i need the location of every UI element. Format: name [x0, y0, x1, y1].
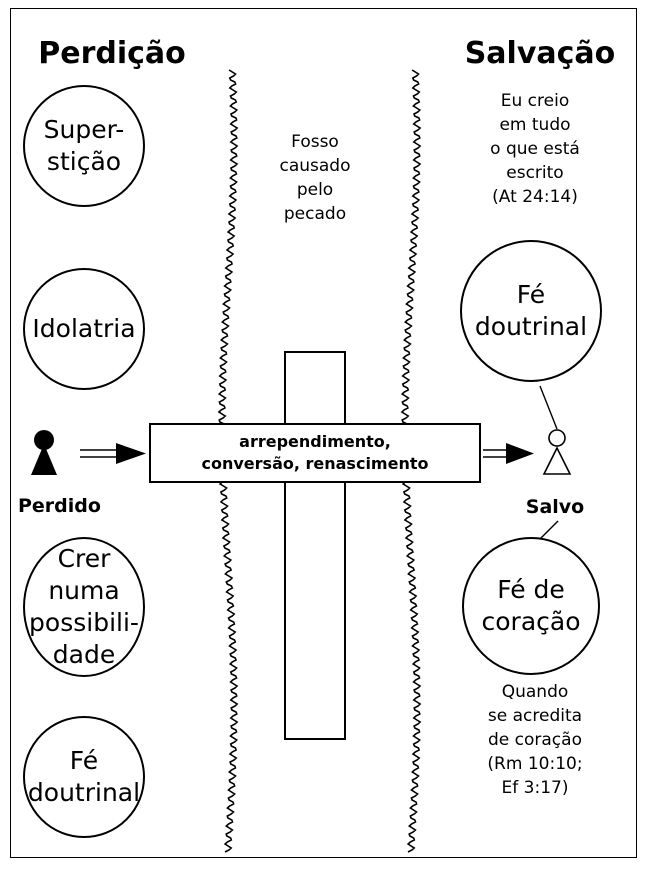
circle-text: Idolatria — [32, 314, 136, 343]
circle-fe-doutrinal-left: Fé doutrinal — [23, 716, 145, 838]
lost-person-icon — [31, 430, 57, 475]
bottom-note: Quando se acredita de coração (Rm 10:10;… — [487, 682, 583, 798]
connector-line — [538, 520, 559, 541]
heading-perdicao: Perdição — [38, 36, 186, 71]
heading-salvacao: Salvação — [464, 36, 616, 71]
arrow-to-saved — [483, 443, 534, 464]
label-perdido: Perdido — [18, 495, 101, 517]
circle-text: Crer numa possibili- dade — [29, 544, 139, 669]
top-note: Eu creio em tudo o que está escrito (At … — [490, 91, 580, 207]
gap-note: Fosso causado pelo pecado — [279, 132, 351, 224]
circle-fe-doutrinal-right: Fé doutrinal — [460, 240, 602, 382]
circle-fe-de-coracao: Fé de coração — [462, 537, 600, 675]
circle-text: Super- stição — [43, 115, 125, 176]
circle-text: Fé doutrinal — [27, 746, 141, 807]
circle-text: Fé de coração — [481, 575, 581, 636]
diagram-frame — [10, 8, 637, 858]
circle-text: Fé doutrinal — [474, 280, 588, 341]
circle-crer-possibilidade: Crer numa possibili- dade — [23, 537, 145, 677]
arrow-to-cross — [80, 443, 146, 464]
circle-idolatria: Idolatria — [23, 268, 145, 390]
label-salvo: Salvo — [525, 496, 585, 518]
circle-supersticao: Super- stição — [23, 85, 145, 207]
cross — [149, 351, 481, 740]
connector-line — [539, 385, 558, 430]
cross-text: arrependimento, conversão, renascimento — [201, 432, 429, 473]
saved-person-icon — [542, 429, 572, 475]
